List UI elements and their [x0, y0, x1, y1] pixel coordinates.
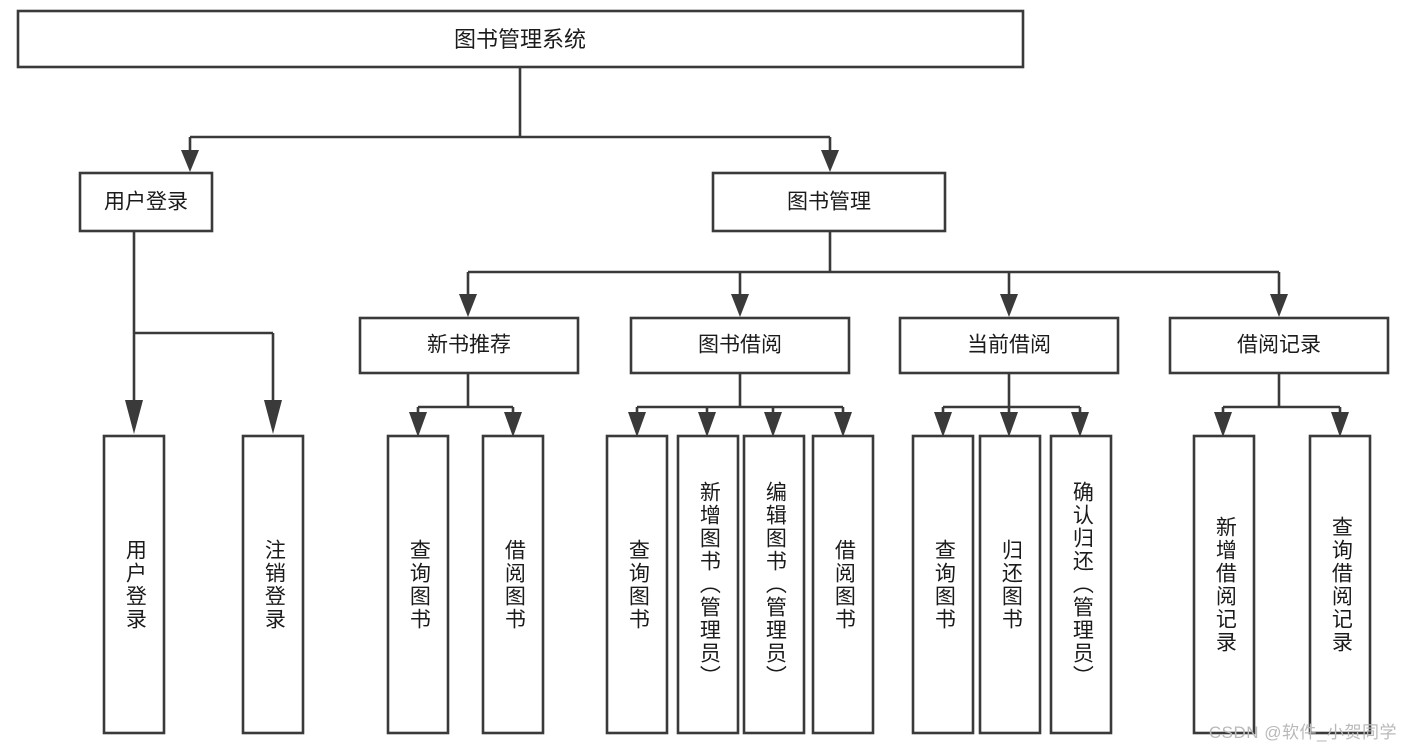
leaf-label-book-borrow-1: 查询图书	[626, 538, 650, 631]
node-root-label: 图书管理系统	[454, 27, 586, 52]
leaf-label-user-login-1: 用户登录	[123, 538, 147, 631]
node-new-book-recommend[interactable]: 新书推荐	[358, 316, 580, 375]
leaf-label-borrow-record-2: 查询借阅记录	[1329, 515, 1353, 654]
leaf-box-borrow-record-1[interactable]	[1192, 434, 1256, 735]
leaf-label-book-borrow-2: 新增图书（管理员）	[697, 481, 721, 688]
node-book-management-box[interactable]	[711, 171, 947, 233]
node-borrow-record[interactable]: 借阅记录	[1168, 316, 1390, 375]
arrow-current-borrow-leaf3	[1071, 412, 1089, 437]
arrow-to-borrow-record	[1270, 294, 1288, 317]
leaf-boxes-book-borrow	[605, 434, 875, 735]
leaf-box-current-borrow-3[interactable]	[1049, 434, 1113, 735]
arrow-book-borrow-leaf2	[698, 412, 716, 437]
leaf-label-borrow-record-1: 新增借阅记录	[1213, 515, 1237, 654]
leaf-box-user-login-2[interactable]	[241, 434, 305, 735]
node-user-login-label: 用户登录	[104, 191, 188, 214]
leaf-label-user-login-2: 注销登录	[262, 538, 286, 631]
arrow-book-borrow-leaf4	[834, 412, 852, 437]
leaf-box-book-borrow-4[interactable]	[811, 434, 875, 735]
arrow-borrow-record-leaf2	[1331, 412, 1349, 437]
node-current-borrow[interactable]: 当前借阅	[898, 316, 1120, 375]
arrow-to-new-book	[459, 294, 477, 317]
connectors-book-mgmt-to-level3	[459, 231, 1288, 317]
arrow-user-login-leaf2	[264, 400, 282, 434]
leaf-box-user-login-1[interactable]	[102, 434, 166, 735]
arrow-new-book-leaf1	[409, 412, 427, 437]
node-book-management-label: 图书管理	[787, 191, 871, 214]
connectors-root-to-level2	[181, 67, 839, 172]
arrow-user-login-leaf1	[125, 400, 143, 434]
leaf-box-borrow-record-2[interactable]	[1308, 434, 1372, 735]
arrow-to-book-borrow	[731, 294, 749, 317]
leaf-label-current-borrow-2: 归还图书	[999, 538, 1023, 631]
connectors-new-book-to-leaves	[409, 373, 522, 437]
node-user-login[interactable]: 用户登录	[78, 171, 214, 233]
leaf-boxes-new-book-recommend	[386, 434, 545, 735]
node-book-borrow-label: 图书借阅	[698, 334, 782, 357]
leaf-label-book-borrow-3: 编辑图书（管理员）	[763, 481, 787, 688]
leaf-label-current-borrow-3: 确认归还（管理员）	[1070, 481, 1094, 688]
node-book-management[interactable]: 图书管理	[711, 171, 947, 233]
leaf-label-new-book-1: 查询图书	[407, 538, 431, 631]
node-root-box[interactable]	[16, 9, 1025, 69]
node-book-borrow[interactable]: 图书借阅	[629, 316, 851, 375]
arrow-new-book-leaf2	[504, 412, 522, 437]
leaf-boxes-user-login	[102, 434, 305, 735]
leaf-boxes-borrow-record	[1192, 434, 1372, 735]
node-current-borrow-label: 当前借阅	[967, 334, 1051, 357]
arrow-to-current-borrow	[1000, 294, 1018, 317]
csdn-watermark: CSDN @软件_小贺同学	[1208, 723, 1397, 742]
arrow-root-to-book-mgmt	[821, 150, 839, 172]
connectors-book-borrow-to-leaves	[628, 373, 852, 437]
node-root-system[interactable]: 图书管理系统	[16, 9, 1025, 69]
leaf-box-new-book-2[interactable]	[481, 434, 545, 735]
node-current-borrow-box[interactable]	[898, 316, 1120, 375]
leaf-box-new-book-1[interactable]	[386, 434, 450, 735]
leaf-boxes-current-borrow	[911, 434, 1113, 735]
node-borrow-record-label: 借阅记录	[1237, 334, 1321, 357]
node-new-book-recommend-box[interactable]	[358, 316, 580, 375]
connectors-current-borrow-to-leaves	[934, 373, 1089, 437]
leaf-box-current-borrow-1[interactable]	[911, 434, 975, 735]
node-borrow-record-box[interactable]	[1168, 316, 1390, 375]
leaf-label-book-borrow-4: 借阅图书	[832, 538, 856, 631]
node-new-book-recommend-label: 新书推荐	[427, 334, 511, 357]
leaf-box-book-borrow-3[interactable]	[742, 434, 806, 735]
arrow-book-borrow-leaf1	[628, 412, 646, 437]
arrow-root-to-user-login	[181, 150, 199, 172]
leaf-label-current-borrow-1: 查询图书	[932, 538, 956, 631]
leaf-label-new-book-2: 借阅图书	[502, 538, 526, 631]
arrow-current-borrow-leaf1	[934, 412, 952, 437]
node-user-login-box[interactable]	[78, 171, 214, 233]
leaf-box-book-borrow-2[interactable]	[676, 434, 740, 735]
arrow-book-borrow-leaf3	[764, 412, 782, 437]
arrow-borrow-record-leaf1	[1214, 412, 1232, 437]
connectors-borrow-record-to-leaves	[1214, 373, 1349, 437]
leaf-box-current-borrow-2[interactable]	[978, 434, 1042, 735]
connectors-user-login-to-leaves	[125, 231, 282, 434]
arrow-current-borrow-leaf2	[1000, 412, 1018, 437]
node-book-borrow-box[interactable]	[629, 316, 851, 375]
leaf-box-book-borrow-1[interactable]	[605, 434, 669, 735]
